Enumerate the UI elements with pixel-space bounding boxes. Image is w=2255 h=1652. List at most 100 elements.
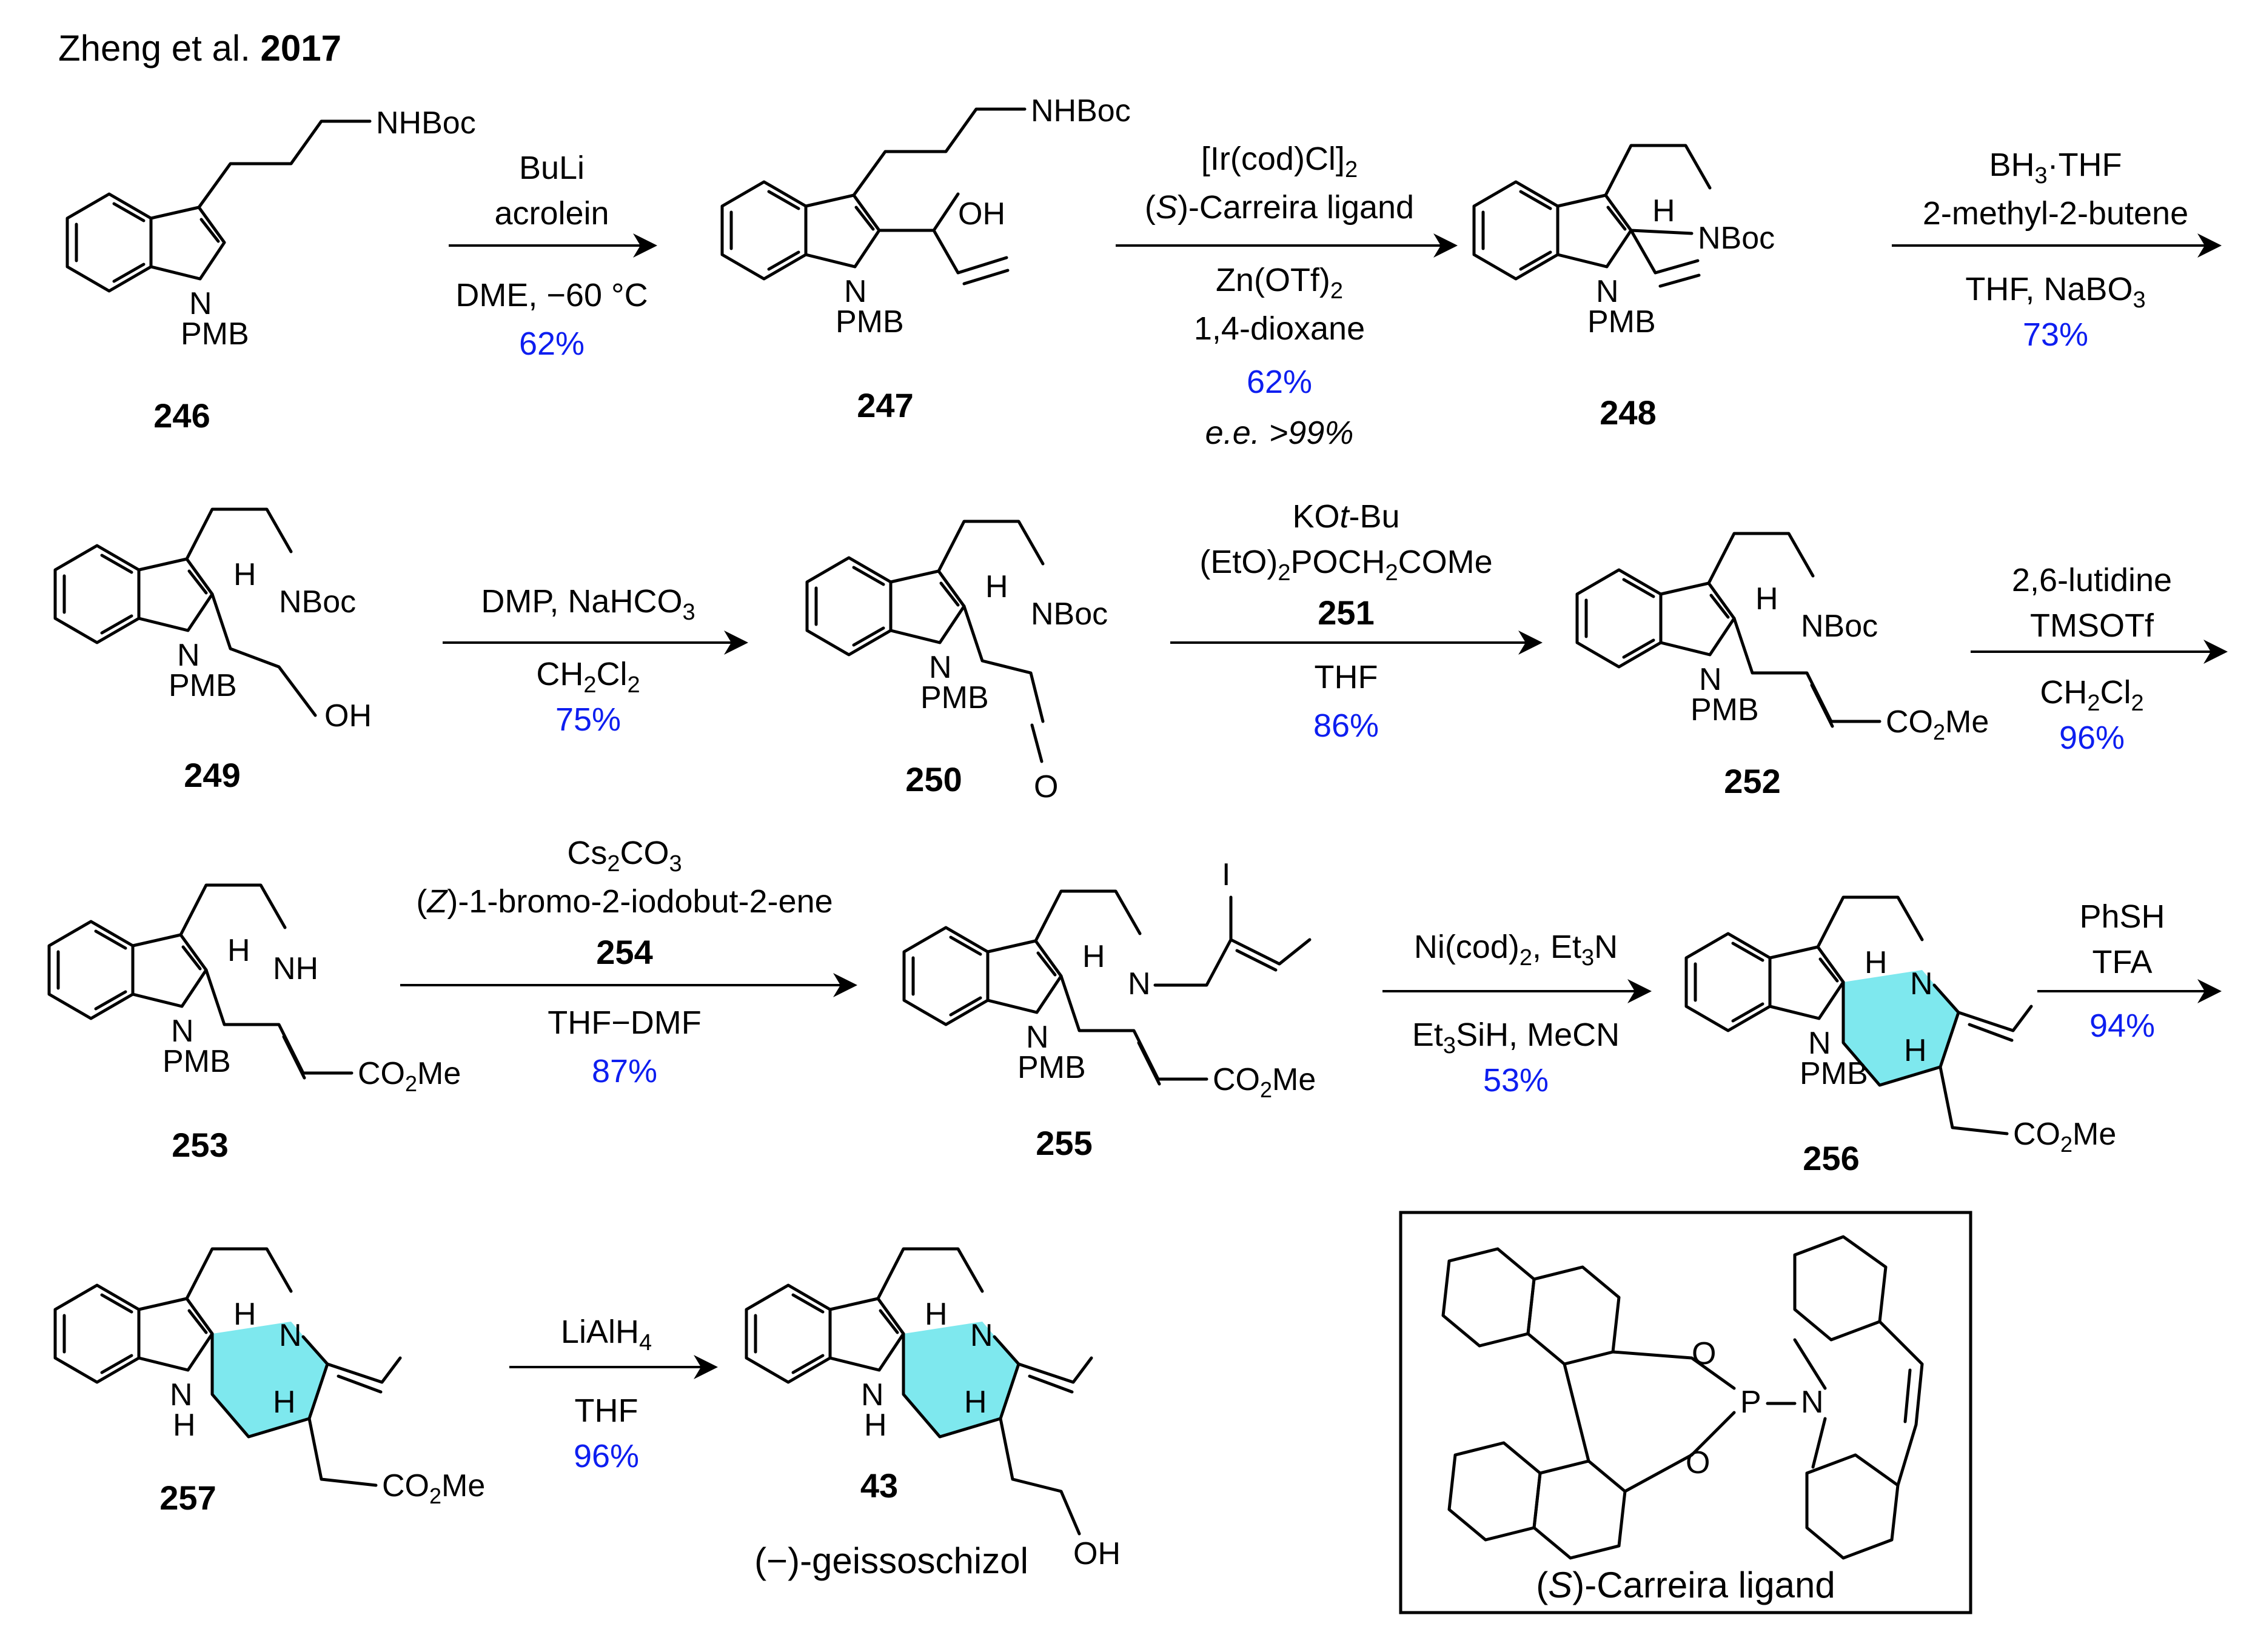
step7-yield: 87% [592, 1053, 657, 1089]
compound-label-247: 247 [857, 386, 913, 424]
svg-text:PMB: PMB [1800, 1056, 1868, 1091]
highlighted-ring [903, 1322, 1019, 1437]
svg-text:O: O [1692, 1336, 1716, 1371]
svg-text:OH: OH [1073, 1536, 1121, 1571]
compound-label-43: 43 [860, 1466, 898, 1505]
step2-reagent-1: [Ir(cod)Cl]2 [1201, 141, 1358, 182]
compound-249-structure: NBoc H OH N PMB [55, 509, 372, 734]
co2me-group: CO2Me [1213, 1062, 1316, 1102]
svg-text:H: H [1652, 193, 1675, 229]
svg-text:N: N [1026, 1020, 1049, 1055]
compound-label-253: 253 [172, 1126, 228, 1164]
step8-reagent: Ni(cod)2, Et3N [1414, 929, 1618, 971]
svg-text:NBoc: NBoc [1031, 597, 1108, 632]
svg-text:H: H [985, 569, 1008, 604]
svg-text:H: H [1865, 945, 1888, 980]
svg-text:H: H [864, 1408, 887, 1443]
carreira-ligand-box: O O P N (S)-Carreira ligand [1399, 1211, 1972, 1614]
svg-text:OH: OH [324, 698, 372, 734]
svg-text:H: H [173, 1408, 196, 1443]
compound-253-structure: NH H CO2Me N PMB [49, 885, 461, 1096]
step7-solvent: THF−DMF [548, 1005, 701, 1041]
step7-reagent-2: (Z)-1-bromo-2-iodobut-2-ene [416, 883, 833, 920]
compound-255-structure: N H I CO2Me N PMB [904, 857, 1316, 1102]
svg-text:N: N [1128, 966, 1151, 1002]
step5-reagent-1: KOt-Bu [1292, 498, 1399, 535]
compound-label-246: 246 [153, 396, 210, 435]
compound-248-structure: NBoc H N PMB [1474, 145, 1775, 339]
svg-text:OH: OH [958, 196, 1005, 232]
step5-solvent: THF [1315, 659, 1378, 695]
svg-text:N: N [170, 1377, 193, 1413]
svg-text:H: H [1904, 1033, 1927, 1068]
step4-solvent: CH2Cl2 [536, 656, 640, 698]
compound-name-43: (−)-geissoschizol [754, 1540, 1028, 1581]
step1-reagent-1: BuLi [519, 150, 585, 186]
svg-text:H: H [1755, 581, 1778, 617]
svg-text:I: I [1222, 857, 1230, 892]
step10-reagent: LiAlH4 [561, 1314, 652, 1356]
svg-text:H: H [227, 933, 250, 968]
compound-246-structure: NHBoc N PMB [67, 105, 476, 352]
svg-text:PMB: PMB [1587, 304, 1656, 339]
step2-reagent-2: (S)-Carreira ligand [1145, 189, 1414, 226]
compound-256-structure: N H H CO2Me N PMB [1686, 897, 2116, 1157]
svg-text:PMB: PMB [920, 680, 989, 715]
step9-reagent-2: TFA [2092, 944, 2152, 980]
step3-reagent-2: 2-methyl-2-butene [1923, 195, 2188, 232]
svg-text:N: N [1596, 274, 1619, 309]
step2-additive: Zn(OTf)2 [1216, 262, 1343, 304]
step3-reagent-1: BH3·THF [1989, 147, 2122, 189]
step6-reagent-2: TMSOTf [2030, 607, 2154, 644]
author-citation: Zheng et al. 2017 [58, 28, 341, 69]
co2me-group: CO2Me [382, 1468, 485, 1508]
svg-text:P: P [1740, 1385, 1761, 1420]
step8-yield: 53% [1483, 1062, 1549, 1099]
svg-text:PMB: PMB [836, 304, 904, 339]
step7-reagent-number: 254 [596, 933, 652, 971]
co2me-group: CO2Me [2013, 1117, 2116, 1157]
compound-257-structure: N H H CO2Me N H [55, 1249, 485, 1508]
step8-condition: Et3SiH, MeCN [1412, 1017, 1620, 1058]
step10-yield: 96% [574, 1438, 639, 1474]
svg-text:H: H [233, 557, 256, 592]
compound-43-structure: N H H OH N H [746, 1249, 1121, 1571]
step9-reagent-1: PhSH [2079, 898, 2165, 935]
step2-yield: 62% [1247, 364, 1312, 400]
step2-ee: e.e. >99% [1205, 415, 1354, 451]
step6-reagent-1: 2,6-lutidine [2012, 562, 2172, 598]
svg-text:N: N [1801, 1385, 1824, 1420]
step1-reagent-2: acrolein [494, 195, 609, 232]
step9-yield: 94% [2089, 1008, 2155, 1044]
svg-text:N: N [189, 286, 212, 321]
compound-252-structure: NBoc H CO2Me N PMB [1577, 533, 1989, 744]
step5-reagent-number: 251 [1318, 594, 1374, 632]
svg-text:PMB: PMB [181, 316, 249, 352]
svg-text:N: N [177, 638, 200, 673]
svg-text:H: H [964, 1385, 987, 1420]
highlighted-ring [212, 1322, 327, 1437]
svg-text:H: H [925, 1297, 948, 1332]
svg-text:H: H [273, 1385, 296, 1420]
compound-247-structure: NHBoc OH N PMB [722, 93, 1131, 339]
svg-text:PMB: PMB [163, 1044, 231, 1079]
co2me-group: CO2Me [1886, 704, 1989, 744]
compound-label-248: 248 [1600, 393, 1656, 432]
svg-text:NHBoc: NHBoc [376, 105, 476, 141]
svg-text:PMB: PMB [1690, 692, 1759, 727]
step4-reagent: DMP, NaHCO3 [481, 583, 695, 625]
svg-text:N: N [929, 650, 952, 685]
step1-condition: DME, −60 °C [455, 277, 648, 313]
svg-text:PMB: PMB [1017, 1050, 1086, 1085]
svg-text:N: N [171, 1014, 194, 1049]
svg-text:NBoc: NBoc [279, 584, 356, 620]
svg-text:N: N [1699, 662, 1722, 697]
step5-reagent-2: (EtO)2POCH2COMe [1199, 544, 1492, 586]
svg-text:NHBoc: NHBoc [1031, 93, 1131, 129]
step3-condition: THF, NaBO3 [1965, 271, 2145, 313]
compound-label-250: 250 [905, 760, 962, 798]
step3-yield: 73% [2023, 316, 2088, 353]
compound-label-249: 249 [184, 756, 240, 794]
svg-text:NH: NH [273, 951, 318, 986]
